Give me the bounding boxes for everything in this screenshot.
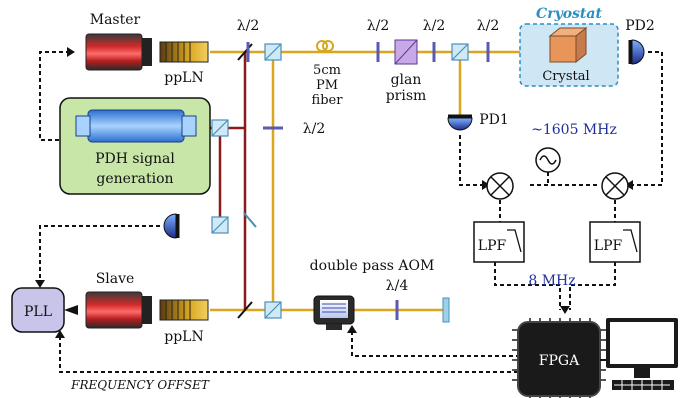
mirror-bottom (237, 301, 253, 319)
mirror-small (243, 212, 257, 228)
crystal-cube (548, 26, 588, 64)
ppln-top-label: ppLN (164, 70, 203, 86)
fiber-label-1: 5cm (313, 63, 341, 78)
slave-laser (85, 291, 152, 329)
fpga-chip (512, 318, 606, 398)
pd2-label: PD2 (625, 18, 655, 34)
aom-device (313, 295, 355, 330)
lambda2-label-4: λ/2 (477, 18, 500, 34)
pd1-photodiode (447, 114, 473, 131)
crystal-label: Crystal (542, 69, 589, 84)
lambda4-label: λ/4 (386, 278, 409, 294)
pdh-label-line1: PDH signal (95, 151, 175, 167)
aom-label: double pass AOM (310, 258, 435, 274)
glan-label-2: prism (386, 88, 427, 104)
fiber-label-3: fiber (312, 93, 344, 108)
electrical-connections (39, 51, 663, 373)
waveplates (246, 42, 490, 320)
fiber-label-2: PM (316, 78, 338, 93)
mhz8-label: 8 MHz (528, 273, 575, 289)
pll-label: PLL (24, 304, 52, 320)
oscillator-frequency: ~1605 MHz (531, 122, 617, 138)
pll-arrow (64, 305, 78, 315)
lambda2-label-3: λ/2 (423, 18, 446, 34)
computer-icon (606, 318, 678, 390)
fiber-coil-icon (316, 40, 334, 52)
pdh-label-line2: generation (96, 171, 173, 187)
pd2-photodiode (628, 39, 645, 65)
mixer-right (601, 172, 629, 200)
cryostat-label: Cryostat (536, 6, 602, 22)
mixer-left (486, 172, 514, 200)
lambda2-label-2: λ/2 (367, 18, 390, 34)
master-laser (85, 33, 152, 71)
arrowheads (35, 47, 633, 338)
lpf-right (589, 221, 641, 263)
mirror (237, 43, 253, 61)
lpf-right-label: LPF (594, 238, 623, 254)
glan-prism (394, 39, 418, 65)
beam-splitters (211, 43, 469, 319)
frequency-offset-label: FREQUENCY OFFSET (70, 378, 210, 392)
ppln-bottom-label: ppLN (164, 329, 203, 345)
aom-mirror (442, 297, 450, 323)
lpf-left-label: LPF (478, 238, 507, 254)
fpga-label: FPGA (539, 353, 580, 369)
glan-label-1: glan (391, 72, 422, 88)
lambda2-label-5: λ/2 (303, 121, 326, 137)
oscillator-icon (535, 147, 561, 173)
pd1-label: PD1 (479, 112, 509, 128)
slave-label: Slave (96, 271, 135, 287)
pdh-cavity-icon (75, 109, 197, 143)
master-label: Master (90, 12, 141, 28)
lpf-left (473, 221, 525, 263)
pll-photodiode (163, 213, 180, 239)
lambda2-label-1: λ/2 (237, 18, 260, 34)
